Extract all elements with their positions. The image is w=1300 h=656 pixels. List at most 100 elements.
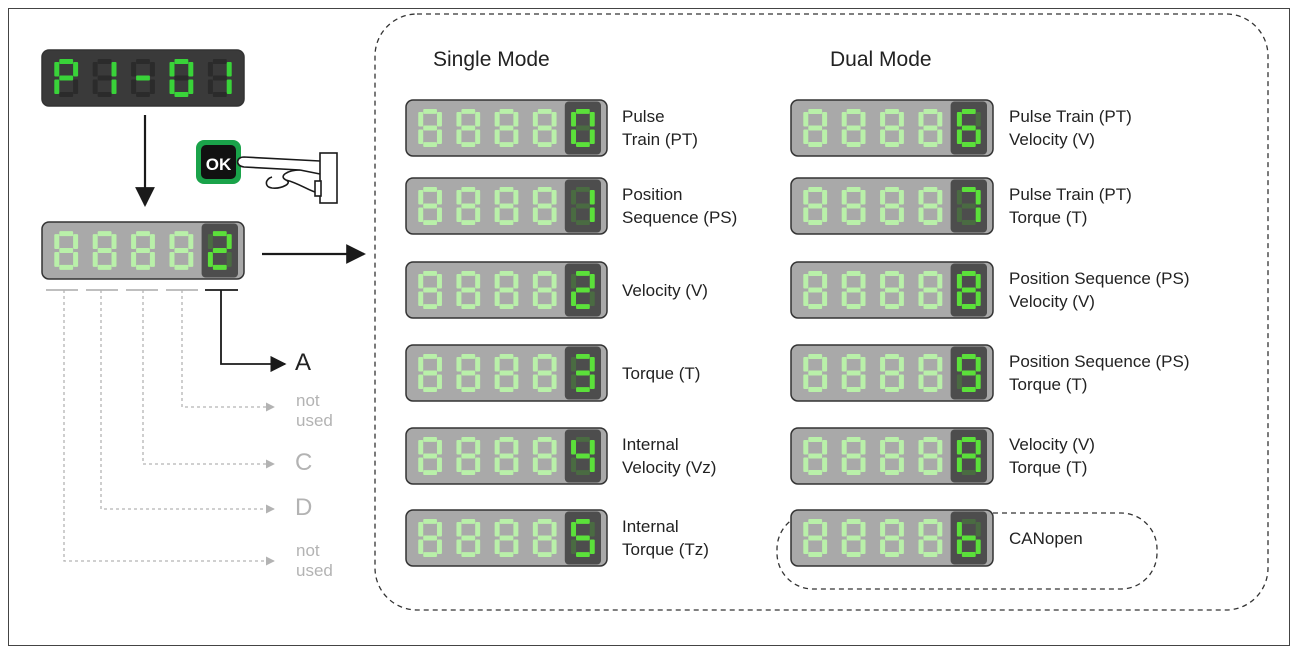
segment-c	[937, 374, 943, 390]
segment-f	[92, 61, 98, 77]
segment-c	[975, 129, 981, 145]
segment-e	[418, 291, 424, 307]
segment-a	[576, 108, 590, 114]
digit-2	[841, 108, 866, 148]
segment-b	[551, 521, 557, 537]
segment-a	[808, 270, 823, 276]
digit-2	[456, 108, 481, 148]
segment-g	[808, 535, 823, 541]
segment-c	[589, 129, 595, 145]
digit-label-d: D	[295, 494, 313, 521]
segment-a	[423, 186, 437, 192]
segment-e	[169, 79, 175, 95]
segment-d	[423, 142, 437, 148]
segment-c	[860, 129, 866, 145]
digit-2	[841, 186, 866, 226]
segment-a	[461, 108, 476, 114]
segment-e	[207, 79, 213, 95]
segment-g	[576, 287, 590, 293]
segment-a	[808, 186, 823, 192]
segment-d	[423, 470, 437, 476]
segment-e	[571, 539, 577, 555]
digit-4	[532, 436, 557, 476]
segment-d	[499, 220, 514, 226]
digit-1	[803, 353, 828, 393]
segment-a	[59, 231, 74, 237]
segment-c	[589, 291, 595, 307]
segment-c	[436, 129, 442, 145]
segment-g	[537, 125, 552, 131]
segment-b	[226, 234, 232, 250]
segment-c	[822, 291, 828, 307]
segment-g	[961, 287, 976, 293]
segment-d	[461, 304, 476, 310]
segment-d	[961, 552, 976, 558]
segment-f	[918, 439, 924, 455]
segment-g	[808, 370, 823, 376]
segment-b	[589, 356, 595, 372]
segment-f	[532, 189, 538, 205]
segment-d	[923, 387, 938, 393]
segment-d	[423, 220, 437, 226]
segment-c	[589, 539, 595, 555]
digit-1	[418, 436, 442, 476]
segment-e	[841, 374, 847, 390]
segment-b	[975, 356, 981, 372]
segment-c	[436, 207, 442, 223]
segment-a	[576, 436, 590, 442]
segment-d	[961, 470, 976, 476]
segment-c	[188, 251, 194, 267]
segment-e	[918, 374, 924, 390]
segment-b	[551, 273, 557, 289]
dual-mode-label-5: Velocity (V) Torque (T)	[1009, 435, 1095, 477]
segment-a	[846, 108, 861, 114]
segment-f	[456, 521, 462, 537]
segment-b	[860, 439, 866, 455]
segment-d	[499, 304, 514, 310]
segment-e	[571, 207, 577, 223]
segment-d	[499, 142, 514, 148]
segment-e	[532, 291, 538, 307]
segment-c	[860, 207, 866, 223]
segment-e	[169, 251, 175, 267]
segment-f	[880, 356, 886, 372]
segment-a	[499, 270, 514, 276]
connector-c	[142, 290, 275, 469]
segment-e	[532, 374, 538, 390]
segment-a	[174, 231, 189, 237]
main-parameter-display	[41, 49, 245, 107]
segment-e	[803, 539, 809, 555]
segment-b	[475, 521, 481, 537]
segment-a	[846, 436, 861, 442]
segment-b	[937, 189, 943, 205]
segment-b	[589, 273, 595, 289]
segment-e	[841, 539, 847, 555]
segment-b	[513, 439, 519, 455]
segment-c	[898, 539, 904, 555]
segment-g	[136, 75, 150, 81]
segment-g	[846, 370, 861, 376]
segment-b	[551, 111, 557, 127]
digit-3	[494, 270, 519, 310]
segment-d	[174, 92, 189, 98]
mode-region-border	[374, 13, 1269, 611]
segment-f	[841, 356, 847, 372]
digit-3	[131, 58, 155, 98]
segment-e	[803, 291, 809, 307]
segment-e	[494, 291, 500, 307]
segment-c	[475, 374, 481, 390]
digit-4	[532, 108, 557, 148]
digit-5	[207, 231, 232, 270]
segment-d	[212, 264, 227, 270]
digit-2	[841, 436, 866, 476]
segment-g	[499, 287, 514, 293]
segment-c	[937, 129, 943, 145]
segment-a	[59, 58, 74, 64]
segment-d	[961, 304, 976, 310]
segment-g	[212, 248, 227, 253]
segment-a	[537, 108, 552, 114]
segment-e	[956, 539, 962, 555]
single-mode-display-1	[405, 99, 608, 157]
segment-a	[885, 518, 899, 524]
segment-e	[880, 207, 886, 223]
